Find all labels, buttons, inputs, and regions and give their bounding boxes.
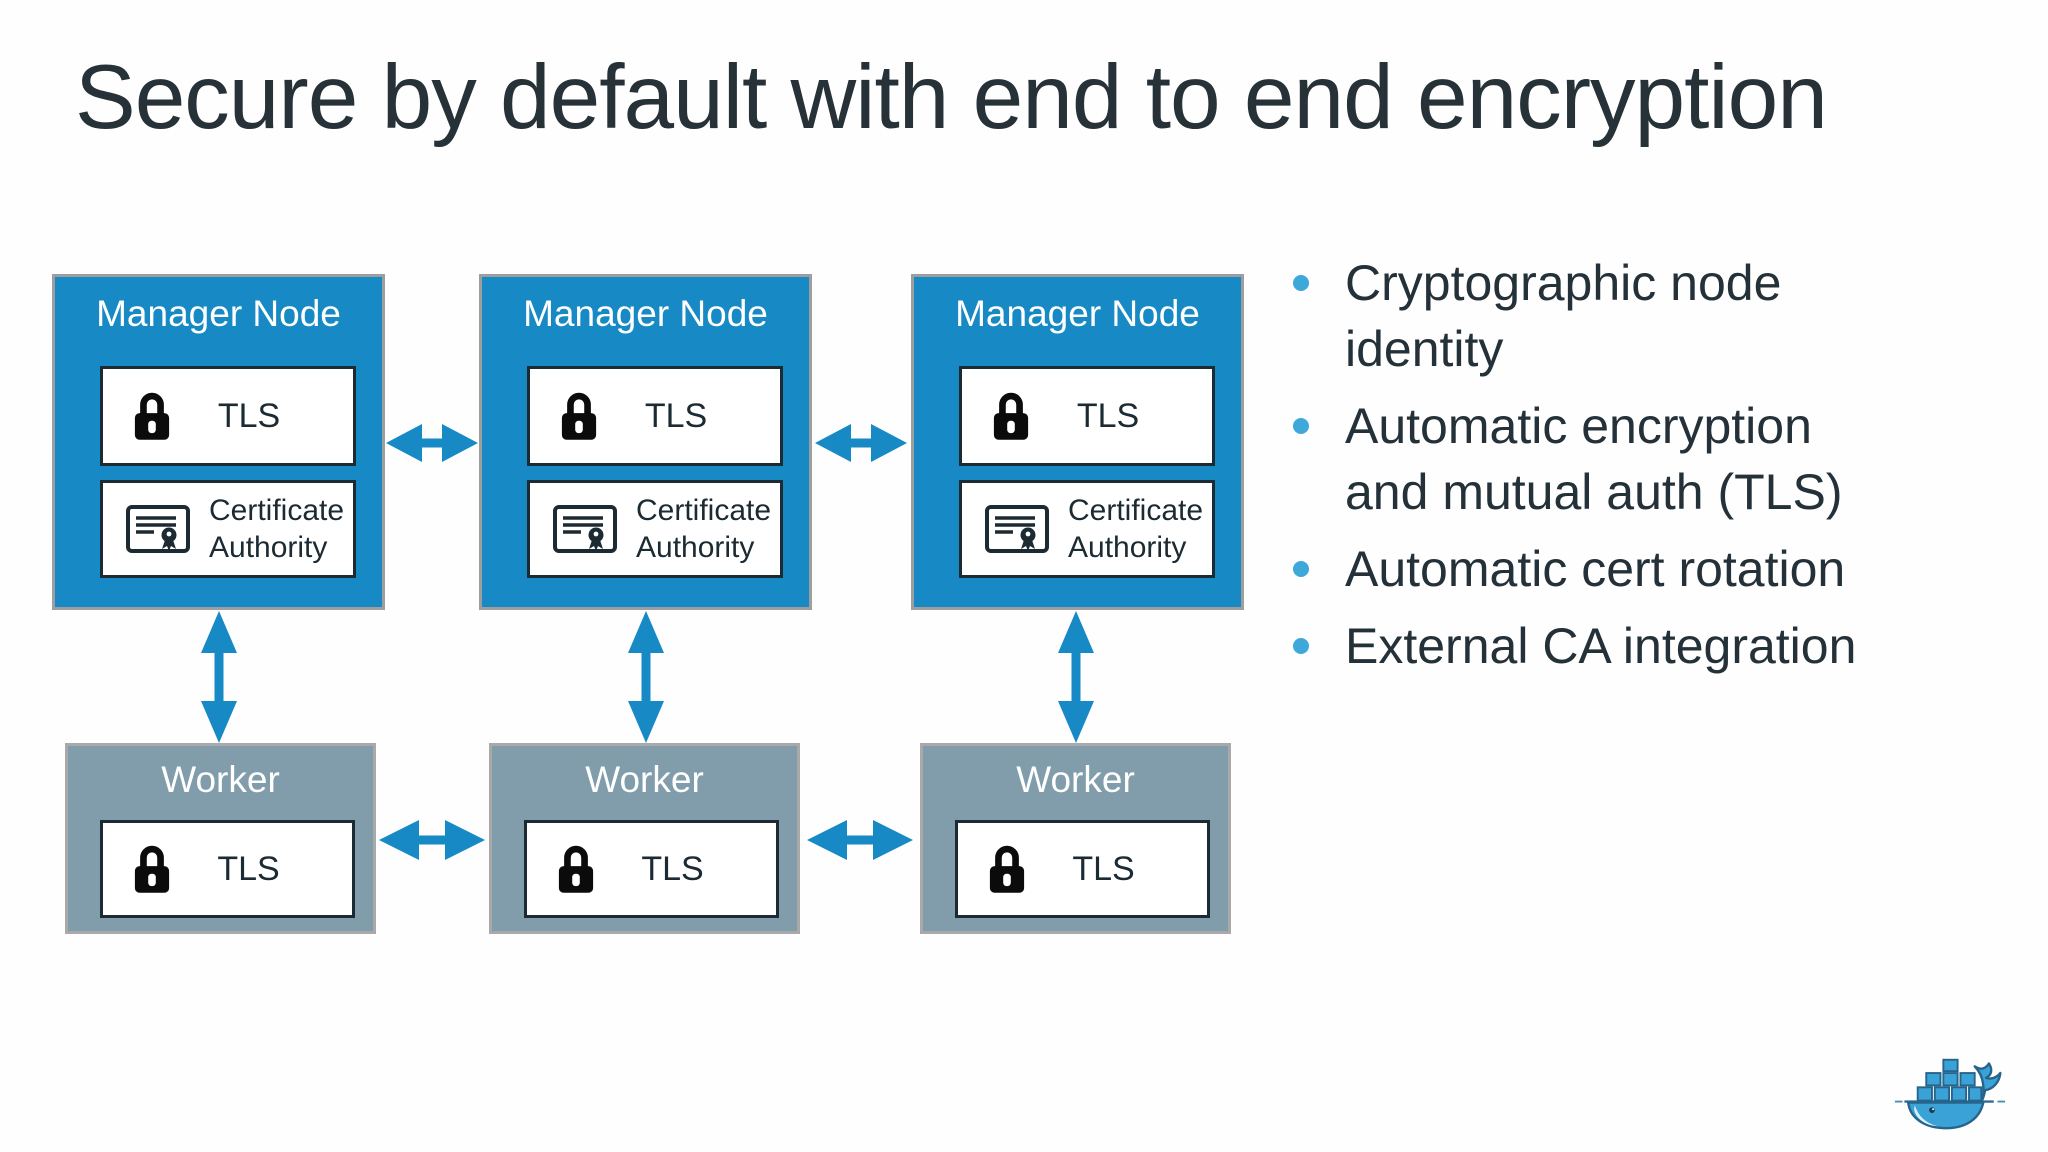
list-item-text: Automatic encryption and mutual auth (TL… bbox=[1345, 398, 1843, 520]
certificate-authority-label: Certificate Authority bbox=[209, 494, 345, 564]
list-item-text: External CA integration bbox=[1345, 618, 1857, 674]
manager-node-title: Manager Node bbox=[523, 293, 768, 334]
tls-label: TLS bbox=[644, 396, 708, 435]
manager-node-2: Manager Node TLS Certificate Authority bbox=[479, 274, 812, 610]
worker-node-title: Worker bbox=[161, 759, 280, 800]
lock-icon bbox=[134, 392, 170, 440]
worker-node-2: Worker TLS bbox=[489, 743, 800, 934]
tls-label: TLS bbox=[641, 849, 704, 888]
feature-list: Cryptographic node identity Automatic en… bbox=[1293, 250, 1993, 690]
worker-node-3: Worker TLS bbox=[920, 743, 1231, 934]
bidirectional-arrow-manager3-worker3 bbox=[1054, 611, 1098, 743]
certificate-authority-label: Certificate Authority bbox=[1068, 494, 1204, 564]
list-item: Automatic encryption and mutual auth (TL… bbox=[1293, 393, 1993, 525]
list-item: Cryptographic node identity bbox=[1293, 250, 1993, 382]
lock-icon bbox=[134, 845, 170, 893]
tls-box: TLS bbox=[527, 366, 783, 466]
worker-node-title: Worker bbox=[585, 759, 704, 800]
list-item-text: Automatic cert rotation bbox=[1345, 541, 1846, 597]
docker-logo bbox=[1894, 1058, 2006, 1130]
bullet-icon bbox=[1293, 275, 1309, 291]
lock-icon bbox=[993, 392, 1029, 440]
certificate-authority-box: Certificate Authority bbox=[527, 480, 783, 578]
lock-icon bbox=[561, 392, 597, 440]
list-item-text: Cryptographic node identity bbox=[1345, 255, 1782, 377]
bidirectional-arrow-worker1-worker2 bbox=[379, 818, 485, 862]
manager-node-title: Manager Node bbox=[955, 293, 1200, 334]
certificate-icon bbox=[985, 505, 1049, 553]
bidirectional-arrow-worker2-worker3 bbox=[807, 818, 913, 862]
certificate-icon bbox=[126, 505, 190, 553]
bullet-icon bbox=[1293, 418, 1309, 434]
tls-box: TLS bbox=[955, 820, 1210, 918]
tls-box: TLS bbox=[100, 820, 355, 918]
certificate-icon bbox=[553, 505, 617, 553]
certificate-authority-label: Certificate Authority bbox=[636, 494, 772, 564]
tls-label: TLS bbox=[217, 396, 281, 435]
tls-box: TLS bbox=[959, 366, 1215, 466]
bidirectional-arrow-manager1-worker1 bbox=[197, 611, 241, 743]
tls-box: TLS bbox=[524, 820, 779, 918]
bidirectional-arrow-manager2-worker2 bbox=[624, 611, 668, 743]
certificate-authority-box: Certificate Authority bbox=[959, 480, 1215, 578]
tls-label: TLS bbox=[1076, 396, 1140, 435]
manager-node-title: Manager Node bbox=[96, 293, 341, 334]
lock-icon bbox=[558, 845, 594, 893]
certificate-authority-box: Certificate Authority bbox=[100, 480, 356, 578]
bidirectional-arrow-manager1-manager2 bbox=[386, 422, 478, 464]
tls-label: TLS bbox=[1072, 849, 1135, 888]
list-item: Automatic cert rotation bbox=[1293, 536, 1993, 602]
worker-node-title: Worker bbox=[1016, 759, 1135, 800]
bidirectional-arrow-manager2-manager3 bbox=[815, 422, 907, 464]
manager-node-3: Manager Node TLS Certificate Authority bbox=[911, 274, 1244, 610]
worker-node-1: Worker TLS bbox=[65, 743, 376, 934]
list-item: External CA integration bbox=[1293, 613, 1993, 679]
manager-node-1: Manager Node TLS Certificate Authority bbox=[52, 274, 385, 610]
lock-icon bbox=[989, 845, 1025, 893]
tls-label: TLS bbox=[217, 849, 280, 888]
slide-title: Secure by default with end to end encryp… bbox=[75, 47, 1828, 148]
tls-box: TLS bbox=[100, 366, 356, 466]
bullet-icon bbox=[1293, 638, 1309, 654]
bullet-icon bbox=[1293, 561, 1309, 577]
